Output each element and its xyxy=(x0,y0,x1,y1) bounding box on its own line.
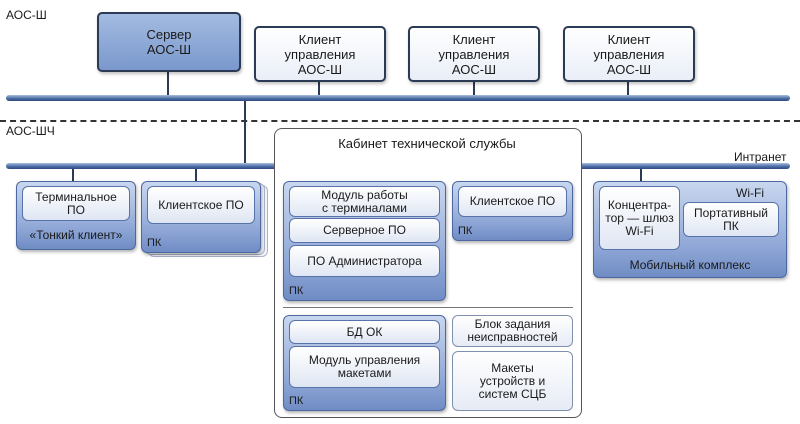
aos-sh-bus xyxy=(6,95,790,101)
aos-sh-label: АОС-Ш xyxy=(6,8,47,22)
admin-po-text: ПО Администратора xyxy=(307,253,422,268)
control-client-box-3: Клиент управления АОС-Ш xyxy=(563,26,695,82)
client-1-connector xyxy=(318,78,320,96)
left-client-po-text: Клиентское ПО xyxy=(158,197,244,212)
intranet-label: Интранет xyxy=(734,150,787,164)
left-pk-label: ПК xyxy=(147,237,162,249)
client-pk-group: Клиентское ПО ПК xyxy=(141,181,261,253)
fault-setting-block: Блок задания неисправностей xyxy=(452,315,573,347)
mobile-complex-label: Мобильный комплекс xyxy=(629,258,751,272)
cabinet-client-pk-label: ПК xyxy=(458,225,473,237)
bd-ok-text: БД ОК xyxy=(346,324,383,339)
terminal-module-text: Модуль работы с терминалами xyxy=(321,187,408,215)
cabinet-divider xyxy=(283,307,573,308)
fault-setting-text: Блок задания неисправностей xyxy=(467,317,558,344)
server-aos-sh-box: Сервер АОС-Ш xyxy=(97,12,241,72)
terminal-po-box: Терминальное ПО xyxy=(22,186,130,221)
server-po-text: Серверное ПО xyxy=(323,223,406,237)
left-client-po-box: Клиентское ПО xyxy=(147,186,255,224)
wifi-label: Wi-Fi xyxy=(736,186,764,200)
control-client-text-2: Клиент управления АОС-Ш xyxy=(438,31,510,77)
server-po-box: Серверное ПО xyxy=(289,218,440,243)
control-client-box-1: Клиент управления АОС-Ш xyxy=(254,26,386,82)
device-models-text: Макеты устройств и систем СЦБ xyxy=(478,360,547,401)
control-client-text-1: Клиент управления АОС-Ш xyxy=(284,31,356,77)
control-client-box-2: Клиент управления АОС-Ш xyxy=(408,26,540,82)
bd-ok-box: БД ОК xyxy=(289,320,440,344)
client-2-connector xyxy=(473,78,475,96)
terminal-po-text: Терминальное ПО xyxy=(35,189,117,217)
server-aos-sh-text: Сервер АОС-Ш xyxy=(146,27,192,57)
terminal-connector xyxy=(72,168,74,182)
models-control-module-text: Модуль управления макетами xyxy=(308,353,421,380)
terminal-module-box: Модуль работы с терминалами xyxy=(289,186,440,217)
bus-link-connector xyxy=(244,98,246,164)
cabinet-client-pk-group: Клиентское ПО ПК xyxy=(452,181,573,241)
cabinet-pk-label-1: ПК xyxy=(289,285,304,297)
section-divider xyxy=(0,120,800,122)
cabinet-client-po-text: Клиентское ПО xyxy=(469,194,556,208)
aos-shch-label: АОС-ШЧ xyxy=(6,124,55,138)
wifi-concentrator-box: Концентра- тор — шлюз Wi-Fi xyxy=(599,186,680,250)
wifi-concentrator-text: Концентра- тор — шлюз Wi-Fi xyxy=(605,197,674,238)
control-client-text-3: Клиент управления АОС-Ш xyxy=(593,31,665,77)
client-3-connector xyxy=(627,78,629,96)
cabinet-pk-label-2: ПК xyxy=(289,395,304,407)
cabinet-pk-group-1: Модуль работы с терминалами Серверное ПО… xyxy=(283,181,446,301)
laptop-box: Портативный ПК xyxy=(683,202,779,237)
device-models-box: Макеты устройств и систем СЦБ xyxy=(452,351,573,411)
laptop-text: Портативный ПК xyxy=(693,205,768,233)
cabinet-pk-group-2: БД ОК Модуль управления макетами ПК xyxy=(283,315,446,411)
cabinet-client-po-box: Клиентское ПО xyxy=(458,186,567,217)
mobile-complex-group: Концентра- тор — шлюз Wi-Fi Wi-Fi Портат… xyxy=(593,181,787,278)
mobile-connector xyxy=(640,168,642,182)
thin-client-label: «Тонкий клиент» xyxy=(29,228,123,242)
server-connector xyxy=(167,70,169,96)
left-pk-connector xyxy=(195,168,197,182)
cabinet-title: Кабинет технической службы xyxy=(338,136,516,151)
admin-po-box: ПО Администратора xyxy=(289,245,440,277)
terminal-group: Терминальное ПО «Тонкий клиент» xyxy=(16,181,136,250)
models-control-module-box: Модуль управления макетами xyxy=(289,346,440,388)
